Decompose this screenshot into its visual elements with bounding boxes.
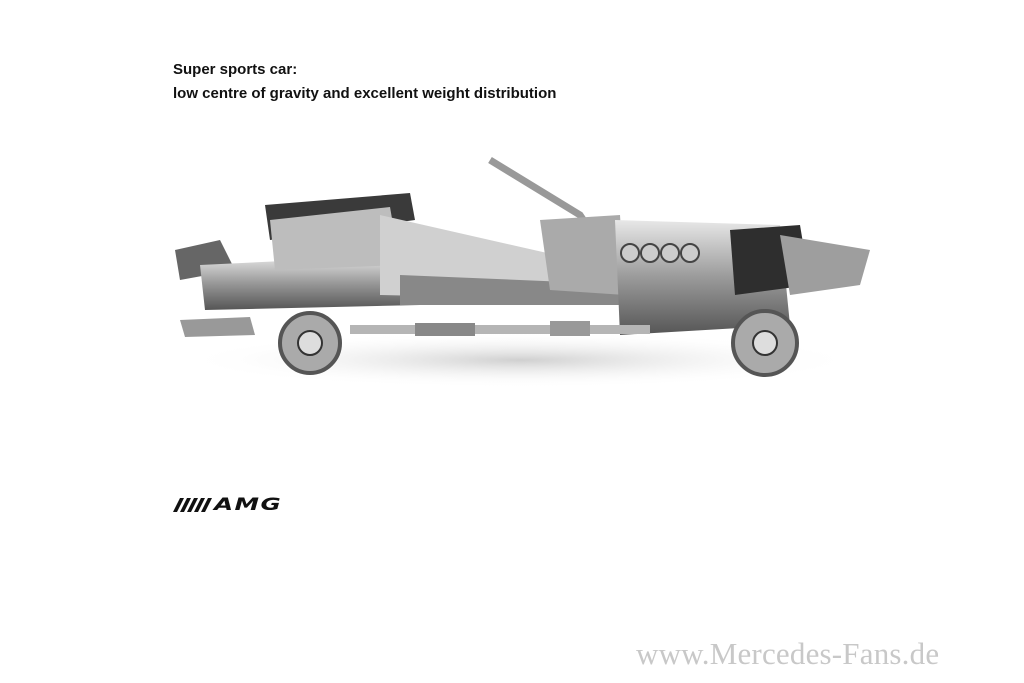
amg-stripes-icon [173, 498, 212, 512]
chassis-cutaway-illustration [175, 157, 870, 388]
amg-logo: AMG [173, 496, 281, 514]
rear-wheel [731, 309, 799, 377]
front-wheel [278, 311, 342, 375]
caption-line-2: low centre of gravity and excellent weig… [173, 85, 557, 102]
caption: Super sports car: low centre of gravity … [173, 58, 556, 106]
watermark: www.Mercedes-Fans.de [636, 636, 940, 671]
amg-logo-text: AMG [214, 495, 283, 515]
caption-line-1: Super sports car: [173, 61, 298, 78]
